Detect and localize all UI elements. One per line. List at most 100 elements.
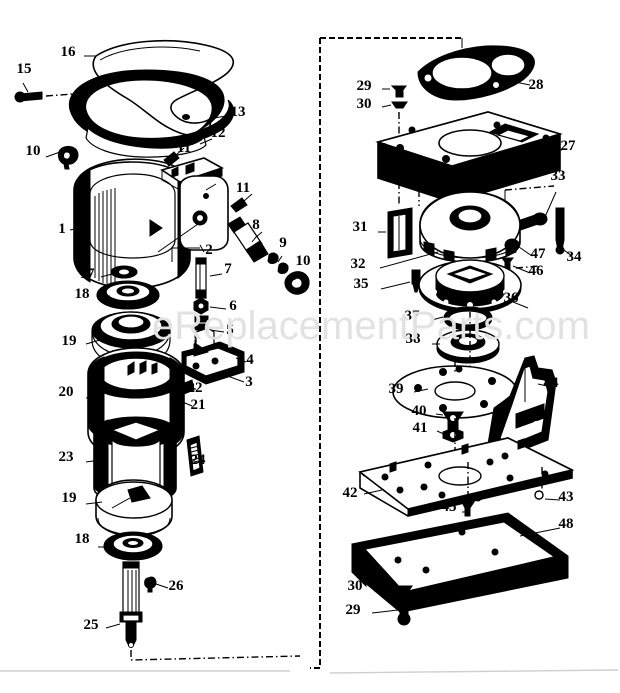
center-line-left — [130, 650, 301, 661]
scan-artifact — [0, 669, 619, 674]
callout-47: 47 — [531, 246, 547, 262]
leader-13 — [213, 114, 233, 119]
callout-35: 35 — [354, 276, 369, 292]
part-30-washer-bottom — [395, 585, 413, 593]
leader-37 — [431, 316, 444, 321]
callout-33: 33 — [551, 168, 566, 184]
callout-39: 39 — [389, 381, 404, 397]
part-10-ring-lower — [284, 271, 310, 295]
leader-21 — [177, 399, 193, 407]
leader-4 — [235, 357, 247, 363]
leader-40 — [435, 413, 444, 416]
part-26-clip — [144, 576, 169, 593]
part-27-base-plate — [375, 111, 563, 203]
callout-40: 40 — [412, 403, 427, 419]
callout-21: 21 — [191, 397, 206, 413]
callout-42: 42 — [343, 485, 358, 501]
callout-30-bottom: 30 — [348, 578, 363, 594]
callout-37: 37 — [405, 308, 421, 324]
part-4-valve-head — [181, 327, 245, 385]
part-10-ring-upper — [57, 145, 79, 170]
callout-4: 4 — [246, 352, 254, 368]
leader-33b — [504, 185, 555, 191]
part-34-stud — [555, 207, 565, 255]
callout-24: 24 — [191, 452, 207, 468]
part-30-washer-top — [391, 101, 408, 109]
leader-42 — [363, 489, 383, 495]
part-35-pin — [411, 269, 421, 293]
part-7-plunger — [195, 257, 207, 299]
part-43-hole — [534, 490, 544, 500]
leader-36 — [507, 299, 529, 309]
part-12-retainer — [85, 126, 207, 158]
part-18-bearing-lower — [103, 531, 163, 561]
part-2-valve-block — [179, 175, 229, 251]
leader-35 — [380, 281, 411, 290]
callout-numbers: 16 15 13 12 10 11 11 1 2 8 9 10 17 7 18 … — [17, 44, 583, 633]
part-11-screw-upper — [163, 147, 185, 167]
leader-34 — [563, 249, 573, 257]
callout-36: 36 — [504, 290, 520, 306]
leader-7 — [209, 273, 223, 277]
leader-43 — [544, 498, 561, 501]
leader-32 — [379, 251, 439, 269]
leader-47 — [518, 246, 533, 257]
part-47-ball — [504, 238, 520, 252]
leader-8 — [251, 236, 257, 243]
part-31-brush — [387, 207, 413, 259]
callout-11-lower: 11 — [236, 180, 250, 196]
leader-2a — [157, 223, 199, 253]
part-25-shaft — [119, 561, 143, 648]
callout-32: 32 — [351, 256, 366, 272]
leader-39 — [413, 388, 429, 393]
leader-33a — [544, 191, 557, 218]
leader-48 — [519, 527, 561, 537]
callout-7: 7 — [224, 261, 232, 277]
callout-26: 26 — [169, 578, 185, 594]
leader-10-upper — [45, 151, 61, 158]
leader-30-top — [381, 104, 392, 108]
leader-20 — [85, 395, 99, 399]
callout-43: 43 — [559, 489, 574, 505]
leader-2c — [171, 247, 200, 262]
callout-5: 5 — [226, 322, 234, 338]
part-15-pin — [14, 82, 43, 103]
callout-3: 3 — [245, 374, 253, 390]
leader-30-bottom — [373, 587, 395, 592]
callout-10-lower: 10 — [296, 253, 311, 269]
callout-30-top: 30 — [357, 96, 372, 112]
callout-19-upper: 19 — [62, 333, 77, 349]
leader-18-upper — [97, 295, 111, 298]
part-17-gasket — [110, 265, 138, 279]
callout-15: 15 — [17, 61, 32, 77]
callout-12: 12 — [211, 125, 226, 141]
leader-44 — [537, 383, 548, 387]
leader-12 — [199, 138, 213, 145]
callout-22: 22 — [188, 380, 203, 396]
callout-16: 16 — [61, 44, 77, 60]
callout-8: 8 — [252, 217, 260, 233]
callout-18-upper: 18 — [75, 286, 90, 302]
callout-34: 34 — [567, 249, 583, 265]
part-29-screw-top — [390, 85, 407, 98]
callout-9: 9 — [279, 235, 287, 251]
callout-28: 28 — [529, 77, 544, 93]
leader-19-upper — [85, 339, 101, 345]
callout-23: 23 — [59, 449, 74, 465]
part-9-washers — [267, 252, 289, 274]
part-29-screw-bottom — [395, 601, 413, 626]
part-40-bolt — [442, 411, 464, 431]
callout-11-upper: 11 — [177, 140, 191, 156]
callout-48: 48 — [559, 516, 574, 532]
rotor-impeller — [419, 191, 521, 263]
callout-2: 2 — [205, 242, 213, 258]
callout-6: 6 — [229, 298, 237, 314]
leader-23 — [85, 459, 101, 463]
callout-44: 44 — [544, 375, 560, 391]
callout-20: 20 — [59, 384, 74, 400]
leader-46 — [512, 265, 531, 274]
leader-3 — [221, 373, 245, 383]
callout-31: 31 — [353, 219, 368, 235]
